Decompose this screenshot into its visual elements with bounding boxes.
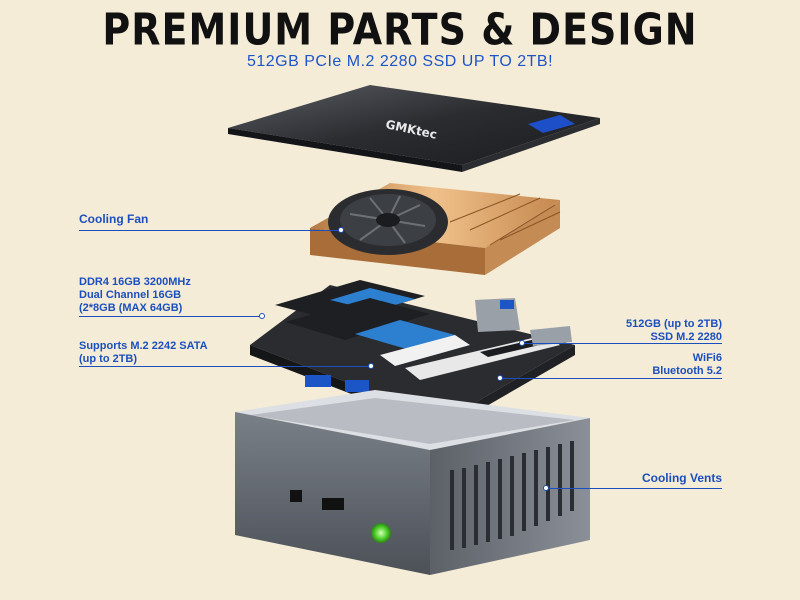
callout-ssd-line1: 512GB (up to 2TB) — [626, 318, 722, 330]
leader-ddr4 — [79, 316, 261, 317]
leader-dot-cooling-fan — [338, 227, 344, 233]
usb-c-port — [290, 490, 302, 502]
callout-ssd: 512GB (up to 2TB) SSD M.2 2280 — [600, 318, 722, 344]
callout-cooling-fan: Cooling Fan — [79, 212, 149, 226]
bottom-case — [235, 390, 590, 575]
intel-sticker — [528, 115, 575, 133]
callout-wifi-line1: WiFi6 — [692, 352, 722, 364]
leader-cooling-fan — [79, 230, 341, 231]
vent-holes — [450, 441, 574, 550]
usb-port-1 — [305, 375, 331, 387]
page-title: PREMIUM PARTS & DESIGN — [102, 4, 698, 55]
sata-ssd — [380, 335, 470, 366]
callout-ddr4-line1: DDR4 16GB 3200MHz — [79, 276, 191, 288]
usb-port-2 — [345, 380, 369, 392]
leader-cooling-vents — [546, 488, 722, 489]
callout-sata: Supports M.2 2242 SATA (up to 2TB) — [79, 340, 208, 366]
ram-module-2 — [285, 298, 430, 340]
callout-ddr4-line3: (2*8GB (MAX 64GB) — [79, 302, 183, 314]
callout-wifi: WiFi6 Bluetooth 5.2 — [600, 352, 722, 378]
leader-dot-cooling-vents — [543, 485, 549, 491]
power-button — [371, 523, 391, 543]
callout-cooling-vents: Cooling Vents — [641, 471, 722, 485]
leader-sata — [79, 366, 371, 367]
cooling-fan-assembly — [310, 183, 561, 275]
leader-dot-ddr4 — [259, 313, 265, 319]
top-lid: GMKtec — [228, 85, 600, 172]
front-usb-port — [322, 498, 344, 510]
leader-wifi — [500, 378, 722, 379]
leader-dot-ssd — [519, 340, 525, 346]
leader-dot-sata — [368, 363, 374, 369]
leader-dot-wifi — [497, 375, 503, 381]
callout-sata-line2: (up to 2TB) — [79, 353, 138, 365]
callout-ddr4: DDR4 16GB 3200MHz Dual Channel 16GB (2*8… — [79, 276, 191, 315]
leader-ssd — [522, 343, 722, 344]
page-subtitle: 512GB PCIe M.2 2280 SSD UP TO 2TB! — [246, 53, 554, 70]
callout-wifi-line2: Bluetooth 5.2 — [652, 365, 722, 377]
callout-sata-line1: Supports M.2 2242 SATA — [79, 340, 208, 352]
callout-ssd-line2: SSD M.2 2280 — [650, 331, 722, 343]
callout-ddr4-line2: Dual Channel 16GB — [79, 289, 182, 301]
